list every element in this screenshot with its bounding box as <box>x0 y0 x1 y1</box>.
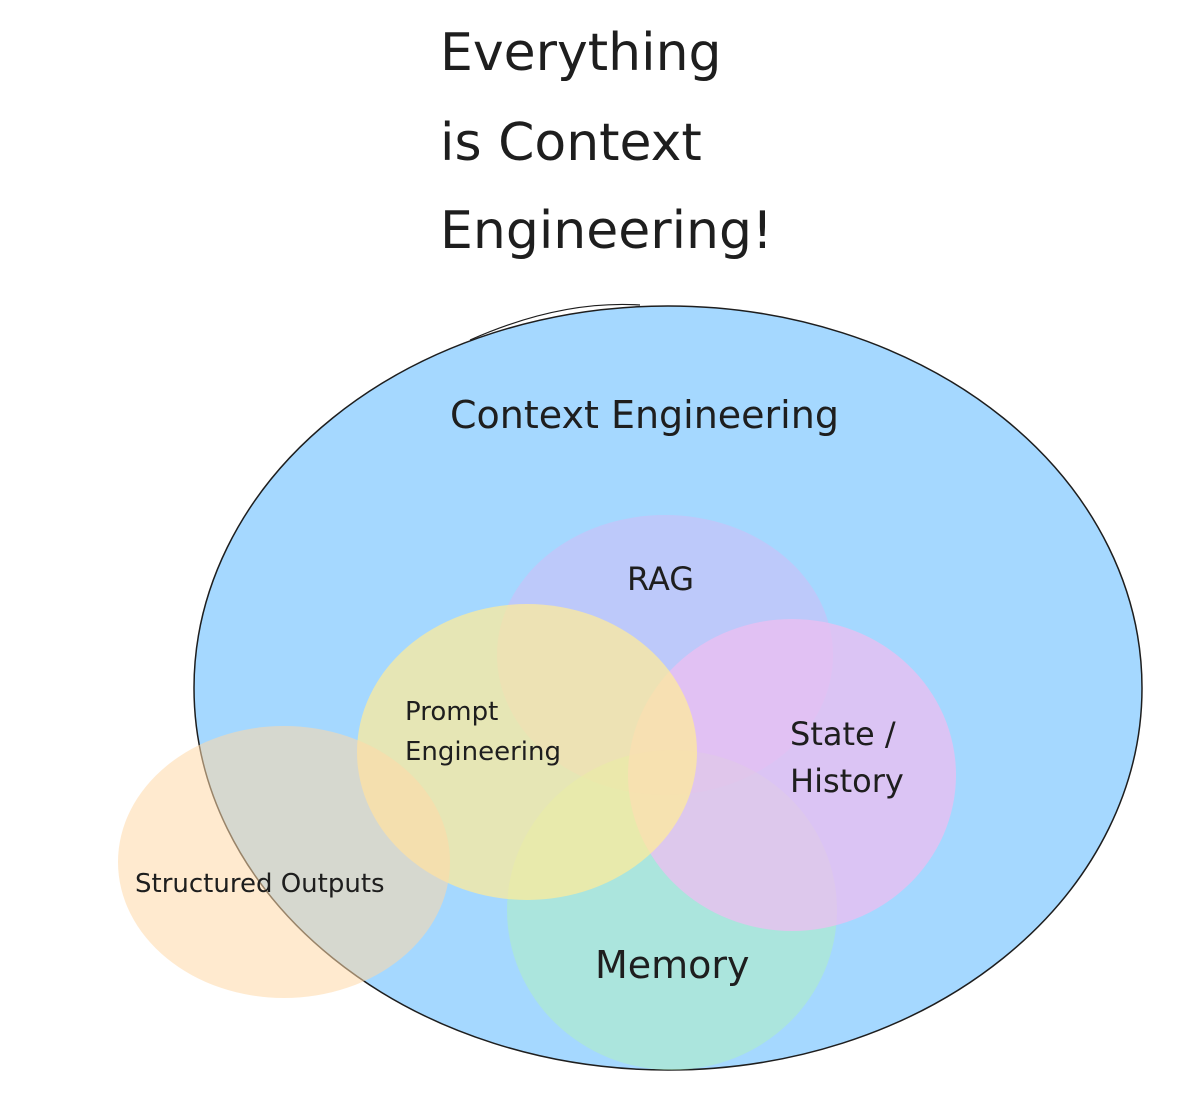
structured-outputs-circle <box>118 726 450 998</box>
state-history-circle <box>628 619 956 931</box>
state-history-label-line-1: State / <box>790 715 896 753</box>
title-line-2: is Context <box>440 113 702 173</box>
structured-outputs-label: Structured Outputs <box>135 869 385 899</box>
title-line-1: Everything <box>440 23 722 83</box>
memory-label: Memory <box>595 943 750 987</box>
context-engineering-label: Context Engineering <box>450 393 839 437</box>
diagram-title: Everything is Context Engineering! <box>440 23 773 261</box>
prompt-engineering-label-line-2: Engineering <box>405 737 561 767</box>
rag-label: RAG <box>627 560 694 598</box>
title-line-3: Engineering! <box>440 201 773 261</box>
context-engineering-sketch-stroke <box>469 303 641 341</box>
prompt-engineering-label-line-1: Prompt <box>405 697 498 727</box>
state-history-label-line-2: History <box>790 762 904 800</box>
